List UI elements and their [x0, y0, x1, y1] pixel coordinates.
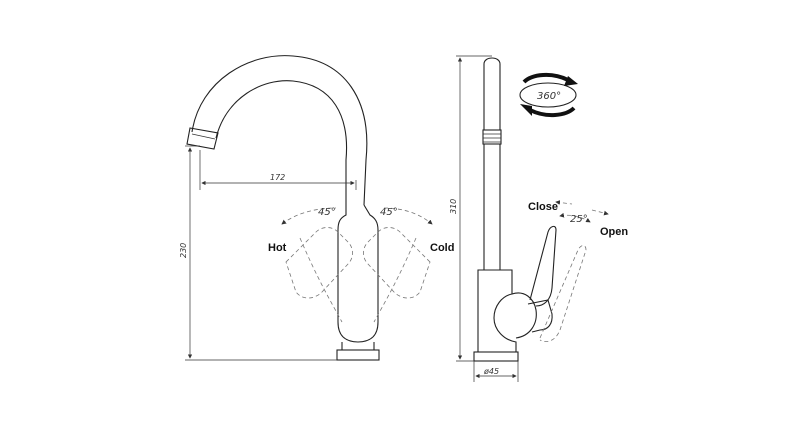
- side-spout: [483, 57, 501, 131]
- open-label: Open: [600, 226, 628, 238]
- height-dimension-text: 230: [179, 243, 188, 258]
- side-handle-open-ghost: [539, 245, 587, 342]
- spout-outline: [191, 55, 368, 206]
- side-view: 25° Close Open 360° 310 ø45: [449, 55, 628, 382]
- side-base: [473, 351, 519, 362]
- side-body: [477, 269, 517, 353]
- handle-cold-ghost: [363, 227, 431, 299]
- faucet-base: [336, 349, 380, 361]
- angle-left-label: 45°: [318, 207, 336, 218]
- handle-hot-ghost: [285, 227, 353, 299]
- cold-label: Cold: [430, 242, 454, 254]
- angle-right-label: 45°: [380, 207, 398, 218]
- close-label: Close: [528, 201, 558, 213]
- side-height-dimension-text: 310: [449, 199, 458, 214]
- faucet-body: [337, 204, 379, 343]
- reach-dimension-text: 172: [270, 173, 285, 182]
- rotation-360-icon: 360°: [519, 73, 578, 117]
- aerator: [186, 127, 219, 150]
- angle-open-label: 25°: [570, 214, 588, 225]
- hot-label: Hot: [268, 242, 287, 254]
- front-view: 45° 45° Hot Cold 172 230: [179, 55, 454, 361]
- rotation-label: 360°: [537, 91, 561, 102]
- side-handle: [529, 225, 557, 307]
- base-dimension-text: ø45: [483, 367, 499, 376]
